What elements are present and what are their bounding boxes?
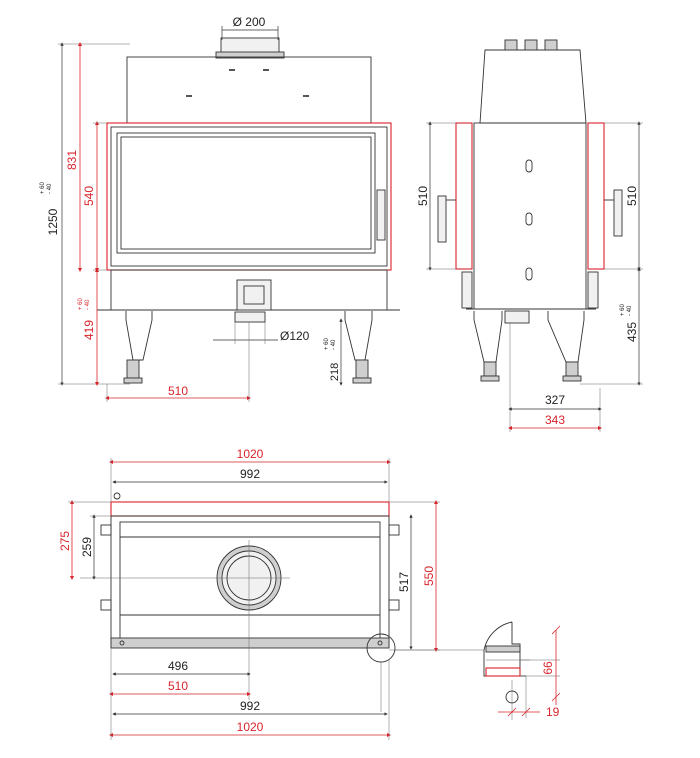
door-handle xyxy=(376,189,386,241)
dim-side-left: 510 xyxy=(416,186,430,206)
dim-air-inlet: Ø120 xyxy=(280,329,310,343)
tol-top-1250: + 60 xyxy=(40,181,46,194)
air-inlet-box xyxy=(236,279,272,311)
dim-top-width-inner: 992 xyxy=(240,467,260,481)
tol-top-218: + 60 xyxy=(324,337,330,350)
side-leg-right xyxy=(547,311,585,363)
front-frame-red xyxy=(106,122,392,271)
side-view: 510 510 435 + 60 - 40 327 343 xyxy=(416,39,643,432)
dim-overall-height: 1250 xyxy=(46,208,60,235)
dim-base-height: 419 xyxy=(82,320,96,340)
top-rear-rail xyxy=(110,637,390,649)
side-leg-left xyxy=(473,311,503,363)
tol-bottom-435: - 40 xyxy=(627,305,633,316)
leg-left xyxy=(125,311,153,361)
tol-top-419: + 60 xyxy=(78,297,84,310)
door-frame xyxy=(110,126,388,267)
front-view: Ø 200 1250 + 60 - 40 831 540 419 + 60 - … xyxy=(40,15,400,402)
dim-right-depth-black: 517 xyxy=(397,572,411,592)
side-handle-right xyxy=(613,189,623,237)
upper-casing xyxy=(126,56,372,124)
dim-air-inlet-height: 218 xyxy=(329,363,341,381)
dim-front-depth-red: 275 xyxy=(58,531,72,551)
dim-front-depth-black: 259 xyxy=(80,537,94,557)
dim-flue-diameter: Ø 200 xyxy=(233,15,266,29)
side-panel-right xyxy=(587,122,605,270)
dim-glass-height: 540 xyxy=(82,186,96,206)
detail-view: 66 19 xyxy=(483,621,561,720)
dim-top-width-outer: 1020 xyxy=(237,447,264,461)
tol-top-435: + 60 xyxy=(620,303,626,316)
tol-bottom-1250: - 40 xyxy=(47,183,53,194)
flue-base xyxy=(215,51,285,59)
dim-center-black: 496 xyxy=(168,659,188,673)
top-front-rail xyxy=(110,501,390,517)
glass-inner xyxy=(120,136,372,250)
leg-right xyxy=(344,311,373,361)
dim-depth-inner: 327 xyxy=(545,393,565,407)
side-upper-casing xyxy=(479,49,587,124)
dim-detail-width: 19 xyxy=(546,705,560,719)
dim-frame-height: 831 xyxy=(65,150,79,170)
dim-side-right: 510 xyxy=(625,186,639,206)
side-panel-left xyxy=(455,122,473,270)
dim-leg-height: 435 xyxy=(625,322,639,342)
top-view: 1020 992 275 259 517 xyxy=(58,447,484,740)
dim-bottom-width-inner: 992 xyxy=(240,699,260,713)
dim-center-red: 510 xyxy=(168,679,188,693)
side-handle-left xyxy=(437,195,447,243)
side-body xyxy=(473,122,587,310)
tol-bottom-218: - 40 xyxy=(331,339,337,350)
dim-detail-height: 66 xyxy=(541,661,555,675)
tol-bottom-419: - 40 xyxy=(85,299,91,310)
dim-bottom-width-outer: 1020 xyxy=(237,720,264,734)
dim-depth-outer: 343 xyxy=(545,413,565,427)
dim-right-depth-red: 550 xyxy=(422,566,436,586)
air-inlet-pipe xyxy=(234,311,266,323)
glass-outer xyxy=(116,132,376,254)
dim-air-inlet-offset: 510 xyxy=(168,384,188,398)
